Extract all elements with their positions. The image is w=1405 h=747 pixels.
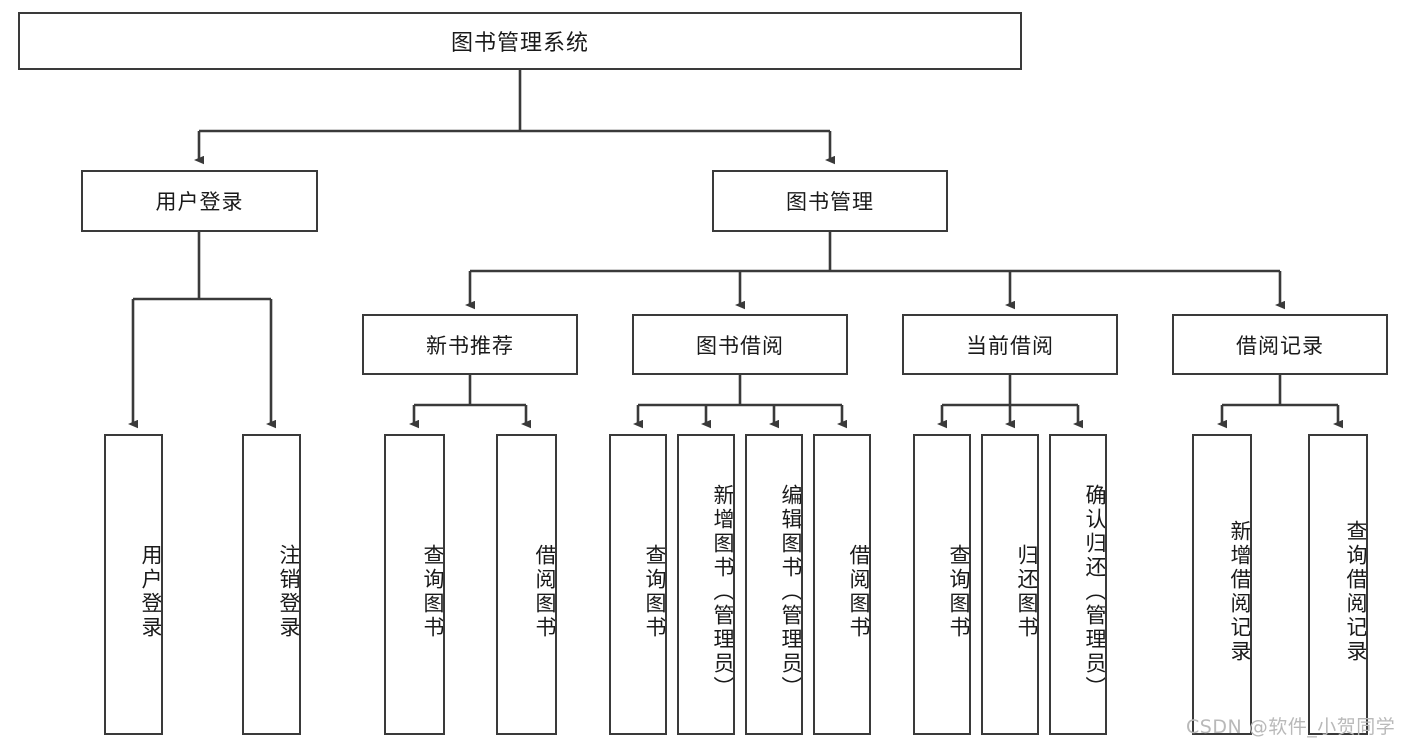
node-label: 用户登录 (139, 543, 163, 640)
leaf-borrow-borrow-book[interactable]: 借阅图书 (813, 434, 871, 735)
node-label: 借阅图书 (847, 543, 871, 640)
node-book-borrow[interactable]: 图书借阅 (632, 314, 848, 375)
leaf-current-query-book[interactable]: 查询图书 (913, 434, 971, 735)
leaf-current-return-book[interactable]: 归还图书 (981, 434, 1039, 735)
leaf-borrow-add-book-admin[interactable]: 新增图书（管理员） (677, 434, 735, 735)
node-new-book-recommend[interactable]: 新书推荐 (362, 314, 578, 375)
node-label: 注销登录 (277, 543, 301, 640)
leaf-records-add-record[interactable]: 新增借阅记录 (1192, 434, 1252, 735)
node-label: 用户登录 (155, 190, 244, 214)
node-current-borrow[interactable]: 当前借阅 (902, 314, 1118, 375)
leaf-recommend-query-book[interactable]: 查询图书 (384, 434, 445, 735)
leaf-recommend-borrow-book[interactable]: 借阅图书 (496, 434, 557, 735)
leaf-user-login-logout[interactable]: 注销登录 (242, 434, 301, 735)
leaf-borrow-query-book[interactable]: 查询图书 (609, 434, 667, 735)
node-label: 查询图书 (421, 543, 445, 640)
node-label: 借阅记录 (1236, 333, 1324, 358)
node-label: 编辑图书（管理员） (779, 483, 803, 700)
leaf-current-confirm-return-admin[interactable]: 确认归还（管理员） (1049, 434, 1107, 735)
node-label: 借阅图书 (533, 543, 557, 640)
node-label: 图书管理系统 (450, 31, 589, 56)
node-label: 新增图书（管理员） (711, 483, 735, 700)
leaf-borrow-edit-book-admin[interactable]: 编辑图书（管理员） (745, 434, 803, 735)
node-label: 确认归还（管理员） (1083, 483, 1107, 700)
node-root-book-management-system[interactable]: 图书管理系统 (18, 12, 1022, 70)
leaf-records-query-record[interactable]: 查询借阅记录 (1308, 434, 1368, 735)
node-borrow-records[interactable]: 借阅记录 (1172, 314, 1388, 375)
node-label: 归还图书 (1015, 543, 1039, 640)
csdn-watermark: CSDN @软件_小贺同学 (1186, 716, 1396, 738)
node-label: 图书借阅 (696, 333, 784, 358)
node-user-login[interactable]: 用户登录 (81, 170, 318, 232)
node-label: 查询图书 (643, 543, 667, 640)
leaf-user-login-login[interactable]: 用户登录 (104, 434, 163, 735)
node-label: 新书推荐 (426, 333, 514, 358)
node-label: 查询借阅记录 (1344, 519, 1368, 664)
node-book-management[interactable]: 图书管理 (712, 170, 948, 232)
node-label: 新增借阅记录 (1228, 519, 1252, 664)
node-label: 图书管理 (786, 190, 874, 214)
node-label: 查询图书 (947, 543, 971, 640)
node-label: 当前借阅 (966, 333, 1054, 358)
